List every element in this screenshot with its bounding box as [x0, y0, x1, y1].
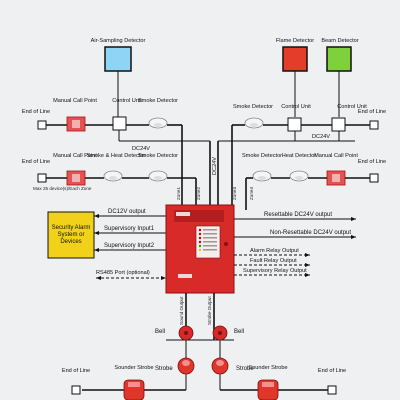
zone1-smoke-detector-head: [154, 123, 162, 127]
panel-brand-plate: [176, 212, 190, 216]
panel-indicator-leds: [198, 228, 217, 252]
eol-bottom-left-label: End of Line: [62, 368, 90, 374]
sounder-strobe-right-lens: [262, 382, 274, 387]
zone2-smoke-head: [154, 176, 162, 180]
sounder-strobe-left-label: Sounder Strobe: [114, 365, 153, 371]
sound-output-label: Sound Output: [179, 296, 184, 325]
sounder-strobe-left-lens: [128, 382, 140, 387]
panel-key-lock-icon: [224, 242, 228, 246]
zone3-vertical-label: Zone3: [232, 187, 237, 200]
zone1-right-control-label-1: Control Unit: [281, 104, 311, 110]
bell-left-label: Bell: [155, 329, 165, 335]
strobe-right-label: Strobe: [236, 366, 254, 372]
zone2-smoke-heat-head: [109, 176, 117, 180]
flame-detector-box: [282, 46, 308, 72]
zone1-right-control-unit-box-2: [331, 117, 346, 132]
air-sampling-detector-label: Air-Sampling Detector: [91, 38, 146, 44]
strobe-left-lens: [182, 360, 190, 366]
zone2-right-mcp-label: Manual Call Point: [314, 153, 358, 159]
security-alarm-box: [47, 211, 95, 259]
vertical-dc24v-label: DC24V: [212, 157, 218, 175]
zone1-right-smoke-head: [250, 123, 258, 127]
zone2-right-heat-head: [295, 176, 303, 180]
bell-right-label: Bell: [234, 329, 244, 335]
zone1-end-of-line-box: [37, 120, 47, 130]
zone1-right-smoke-label: Smoke Detector: [233, 104, 273, 110]
strobe-left-label: Strobe: [155, 366, 173, 372]
resettable-output-label: Resettable DC24V output: [264, 212, 332, 218]
beam-detector-box: [326, 46, 352, 72]
zone2-mcp-label: Manual Call Point: [53, 153, 97, 159]
rs485-label: RS485 Port (optional): [96, 270, 150, 276]
beam-detector: Beam Detector: [321, 38, 359, 72]
zone2-smoke-heat-label: Smoke & Heat Detector: [87, 153, 146, 159]
non-resettable-output-label: Non-Resettable DC24V output: [270, 230, 351, 236]
zone4-vertical-label: Zone4: [249, 187, 254, 200]
eol-bottom-right-box: [327, 385, 337, 395]
zone1-smoke-detector-label: Smoke Detector: [138, 98, 178, 104]
zone1-dc24v-label: DC24V: [132, 146, 150, 152]
flame-detector-label: Flame Detector: [276, 38, 314, 44]
zone1-right-eol-label: End of Line: [358, 109, 386, 115]
zone1-control-unit-box: [112, 116, 127, 131]
beam-detector-label: Beam Detector: [321, 38, 358, 44]
zone1-vertical-label: Zone1: [176, 187, 181, 200]
security-box-text-wrap: Security Alarm System or Devices: [51, 224, 91, 245]
eol-bottom-left-box: [71, 385, 81, 395]
flame-detector: Flame Detector: [276, 38, 314, 72]
bell-right-center: [218, 331, 222, 335]
zone1-right-dc24v-label: DC24V: [312, 134, 330, 140]
zone2-right-heat-label: Heat Detector: [282, 153, 317, 159]
strobe-output-label: Strobe Output: [207, 296, 212, 325]
supervisory-relay-label: Supervisory Relay Output: [243, 268, 307, 274]
zone1-right-end-of-line-box: [369, 120, 379, 130]
air-sampling-detector-box: [104, 46, 132, 72]
strobe-right-lens: [216, 360, 224, 366]
security-box-label: Security Alarm System or Devices: [51, 224, 91, 245]
zone2-right-smoke-label: Smoke Detector: [242, 153, 282, 159]
sounder-strobe-right-label: Sounder Strobe: [248, 365, 287, 371]
dc12v-output-label: DC12V output: [108, 209, 146, 215]
zone2-eol-label: End of Line: [22, 159, 50, 165]
supervisory-input2-label: Supervisory Input2: [104, 243, 155, 249]
zone2-right-mcp-glass: [332, 174, 340, 182]
zone2-right-end-of-line-box: [369, 173, 379, 183]
zone2-max-note: Max 25 device(s)/Each Zone: [33, 186, 92, 191]
zone1-right-control-label-2: Control Unit: [337, 104, 367, 110]
zone1-control-unit-label: Control Unit: [112, 98, 142, 104]
zone2-right-eol-label: End of Line: [358, 159, 386, 165]
air-sampling-detector: Air-Sampling Detector: [91, 38, 146, 72]
zone1-mcp-glass: [72, 120, 80, 128]
zone2-end-of-line-box: [37, 173, 47, 183]
alarm-relay-label: Alarm Relay Output: [250, 248, 299, 254]
zone1-eol-label-1: End of Line: [22, 109, 50, 115]
eol-bottom-right-label: End of Line: [318, 368, 346, 374]
bell-left-center: [184, 331, 188, 335]
zone2-mcp-glass: [72, 174, 80, 182]
supervisory-input1-label: Supervisory Input1: [104, 226, 155, 232]
zone1-right-control-unit-box-1: [287, 117, 302, 132]
panel-logo-plate: [178, 274, 192, 278]
zone2-vertical-label: Zone2: [196, 187, 201, 200]
fault-relay-label: Fault Relay Output: [250, 258, 297, 264]
zone2-right-smoke-head: [258, 176, 266, 180]
zone2-smoke-label: Smoke Detector: [138, 153, 178, 159]
zone1-mcp-label: Manual Call Point: [53, 98, 97, 104]
